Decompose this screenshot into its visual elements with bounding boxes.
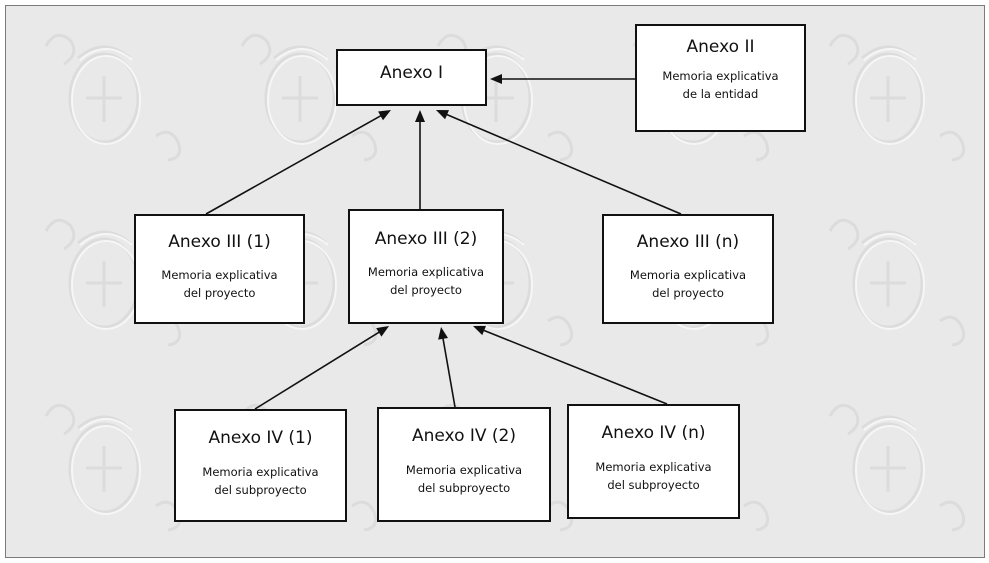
node-title: Anexo IV (1) <box>208 428 313 448</box>
node-anexo-iii-n: Anexo III (n) Memoria explicativa del pr… <box>602 214 774 324</box>
node-title: Anexo III (n) <box>636 232 740 252</box>
arrowhead-icon <box>438 327 448 340</box>
connector-layer <box>205 74 682 410</box>
node-description: del proyecto <box>390 283 462 297</box>
node-description: del proyecto <box>183 286 256 300</box>
arrowhead-icon <box>415 110 425 122</box>
node-description: del proyecto <box>652 286 724 300</box>
node-title: Anexo I <box>380 63 443 83</box>
node-anexo-iv-1: Anexo IV (1) Memoria explicativa del sub… <box>174 409 347 522</box>
node-anexo-ii: Anexo II Memoria explicativa de la entid… <box>635 24 806 132</box>
node-anexo-i: Anexo I <box>336 49 487 106</box>
connector-line-anexo_iv_1-to-anexo_iii_2 <box>254 330 381 410</box>
node-description: Memoria explicativa <box>629 268 747 282</box>
node-description: del subproyecto <box>417 481 511 495</box>
node-description: Memoria explicativa <box>367 265 485 279</box>
node-title: Anexo III (2) <box>374 229 478 249</box>
node-title: Anexo IV (n) <box>601 423 706 443</box>
node-description: Memoria explicativa <box>405 463 523 477</box>
node-anexo-iii-1: Anexo III (1) Memoria explicativa del pr… <box>134 214 305 324</box>
connector-line-anexo_iii_1-to-anexo_i <box>205 114 383 215</box>
arrowhead-icon <box>473 325 486 336</box>
node-title: Anexo IV (2) <box>411 426 517 446</box>
node-title: Anexo III (1) <box>168 232 271 252</box>
node-description: Memoria explicativa <box>161 268 278 282</box>
arrowhead-icon <box>436 110 449 120</box>
node-anexo-iii-2: Anexo III (2) Memoria explicativa del pr… <box>348 209 504 324</box>
node-description: de la entidad <box>682 87 759 101</box>
node-anexo-iv-n: Anexo IV (n) Memoria explicativa del sub… <box>567 404 740 519</box>
diagram-canvas: Anexo I Anexo II Memoria explicativa de … <box>5 5 985 558</box>
connector-line-anexo_iv_2-to-anexo_iii_2 <box>441 336 456 408</box>
node-description: Memoria explicativa <box>662 69 779 83</box>
node-description: Memoria explicativa <box>595 460 712 474</box>
arrowhead-icon <box>378 110 391 121</box>
node-description: del subproyecto <box>607 478 700 492</box>
arrowhead-icon <box>376 326 389 337</box>
node-title: Anexo II <box>686 37 755 57</box>
connector-line-anexo_iii_n-to-anexo_i <box>444 113 682 215</box>
node-anexo-iv-2: Anexo IV (2) Memoria explicativa del sub… <box>377 407 551 522</box>
arrowhead-icon <box>490 74 502 84</box>
connector-line-anexo_iv_n-to-anexo_iii_2 <box>481 328 668 405</box>
node-description: Memoria explicativa <box>202 465 319 479</box>
node-description: del subproyecto <box>214 483 307 497</box>
